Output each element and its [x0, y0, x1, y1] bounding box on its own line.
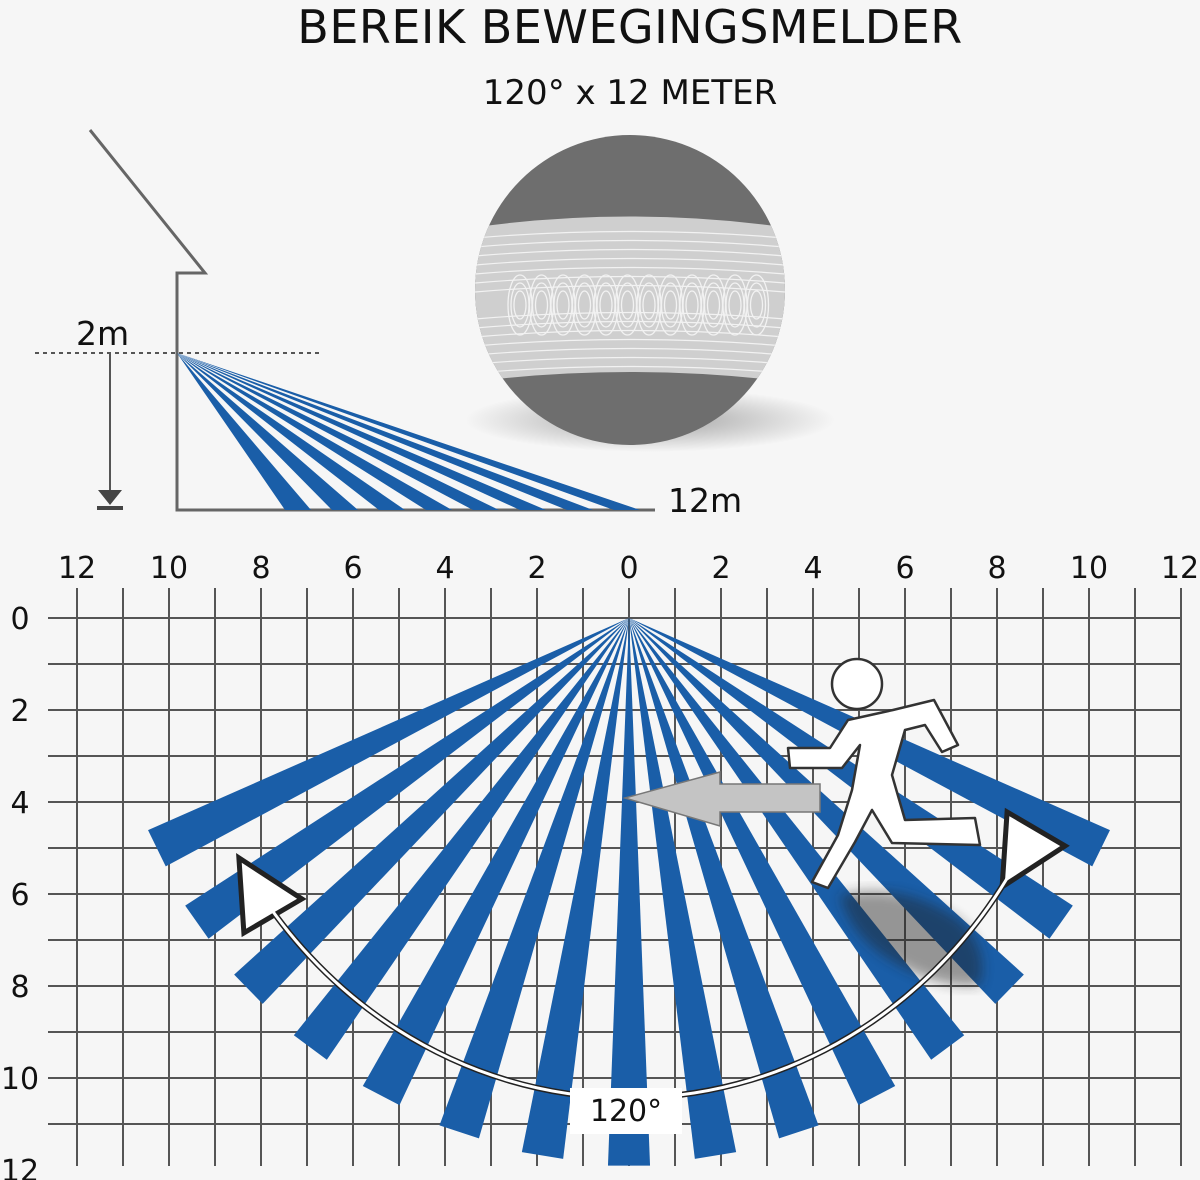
- side-beam: [177, 353, 358, 510]
- detection-beams: [148, 618, 1110, 1166]
- top-axis-tick: 8: [251, 551, 270, 586]
- top-axis-tick: 4: [435, 551, 454, 586]
- side-beam: [177, 353, 499, 510]
- left-axis-tick: 8: [10, 970, 29, 1005]
- top-axis-tick: 4: [803, 551, 822, 586]
- top-axis-tick: 0: [619, 551, 638, 586]
- top-axis-tick: 2: [711, 551, 730, 586]
- top-axis-tick: 2: [527, 551, 546, 586]
- page-title: BEREIK BEWEGINGSMELDER: [297, 0, 962, 54]
- left-axis-tick: 2: [10, 694, 29, 729]
- top-axis-tick: 6: [895, 551, 914, 586]
- side-view: 2m 12m: [35, 129, 742, 520]
- top-axis-tick: 12: [58, 551, 96, 586]
- left-axis-tick: 6: [10, 878, 29, 913]
- top-view-grid: 12 10 8 6 4 2 0 2 4 6 8 10 12 0 2 4 6 8 10 12 120°: [1, 551, 1199, 1180]
- side-beam: [177, 353, 452, 510]
- left-axis-tick: 12: [1, 1154, 39, 1180]
- motion-sensor-lens-icon: [465, 135, 835, 452]
- top-axis-tick: 12: [1161, 551, 1199, 586]
- distance-label: 12m: [668, 481, 742, 520]
- page-subtitle: 120° x 12 METER: [483, 73, 777, 113]
- angle-label: 120°: [590, 1094, 662, 1129]
- height-label: 2m: [76, 314, 129, 353]
- side-beam: [177, 353, 593, 510]
- side-beams: [177, 353, 640, 510]
- angle-label-bg: [570, 1088, 682, 1134]
- height-arrow-head: [98, 490, 122, 505]
- top-axis-tick: 8: [987, 551, 1006, 586]
- side-beam: [177, 353, 640, 510]
- left-axis-tick: 10: [1, 1062, 39, 1097]
- left-axis-tick: 4: [10, 786, 29, 821]
- top-axis-tick: 10: [1070, 551, 1108, 586]
- side-beam: [177, 353, 311, 510]
- left-axis-tick: 0: [10, 602, 29, 637]
- top-axis-tick: 10: [150, 551, 188, 586]
- left-axis-ticks: 0 2 4 6 8 10 12: [1, 602, 39, 1180]
- beam: [148, 618, 630, 867]
- top-axis-tick: 6: [343, 551, 362, 586]
- side-beam: [177, 353, 546, 510]
- top-axis-ticks: 12 10 8 6 4 2 0 2 4 6 8 10 12: [58, 551, 1199, 586]
- beam: [185, 618, 630, 939]
- side-beam: [177, 353, 405, 510]
